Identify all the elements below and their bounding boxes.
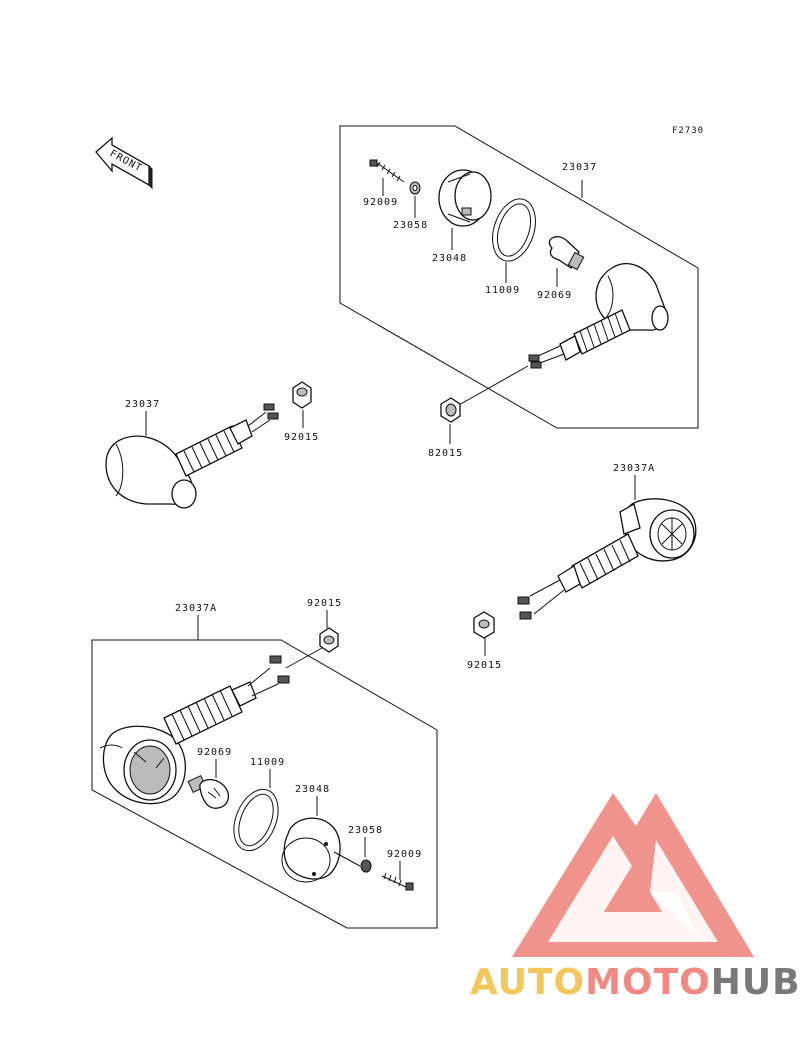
- part-label-23037A-right: 23037A: [613, 463, 655, 474]
- group-outline-bottom: [91, 639, 438, 929]
- part-label-23037A-bottom: 23037A: [175, 603, 217, 614]
- part-label-11009: 11009: [485, 285, 520, 296]
- logo-word-auto: AUTO: [470, 962, 585, 1003]
- nut-82015: [440, 397, 461, 423]
- front-arrow-icon: FRONT: [95, 136, 153, 190]
- logo-word-hub: HUB: [711, 962, 800, 1003]
- part-label-23048-bottom: 23048: [295, 784, 330, 795]
- part-label-23058: 23058: [393, 220, 428, 231]
- part-label-92009-bottom: 92009: [387, 849, 422, 860]
- group-front-right-assembly: 92009 23058 23048 11009 92069: [339, 125, 699, 459]
- part-label-23048: 23048: [432, 253, 467, 264]
- nut-92015-bottom: [319, 627, 339, 653]
- leader: [449, 365, 529, 411]
- part-label-92069: 92069: [537, 290, 572, 301]
- part-label-82015: 82015: [428, 448, 463, 459]
- signal-assembly-23037-left: 23037 92015: [105, 381, 319, 509]
- part-label-92015-bottom: 92015: [307, 598, 342, 609]
- part-label-23058-bottom: 23058: [348, 825, 383, 836]
- part-label-23037-left: 23037: [125, 399, 160, 410]
- part-label-92009: 92009: [363, 197, 398, 208]
- logo-word-moto: MOTO: [585, 962, 711, 1003]
- bulb-92069-top: [548, 236, 585, 271]
- part-label-92015-right: 92015: [467, 660, 502, 671]
- signal-housing-23037-top: [528, 262, 669, 369]
- signal-assembly-23037A-right: 23037A 92015: [467, 463, 697, 671]
- screw-92009-top: [369, 159, 405, 183]
- nut-92015-left: [292, 381, 312, 409]
- part-label-92069-bottom: 92069: [197, 747, 232, 758]
- part-label-23037-top: 23037: [562, 162, 597, 173]
- bulb-92069-bottom: [187, 774, 229, 809]
- part-label-92015-left: 92015: [284, 432, 319, 443]
- lens-23048-bottom: [281, 817, 341, 883]
- group-rear-assembly: 23037A 92015 92069: [91, 598, 438, 929]
- nut-92015-right: [473, 611, 495, 639]
- gasket-11009-top: [492, 198, 536, 262]
- gasket-11009-bottom: [233, 788, 279, 852]
- signal-housing-23037A-bottom: [99, 655, 290, 805]
- nut-23058-bottom: [360, 859, 372, 873]
- figure-code: F2730: [672, 126, 704, 136]
- part-label-11009-bottom: 11009: [250, 757, 285, 768]
- rim-23048-top: [438, 169, 492, 227]
- automotohub-logo: AUTOMOTOHUB: [470, 793, 800, 1003]
- svg-text:AUTOMOTOHUB: AUTOMOTOHUB: [470, 962, 800, 1003]
- screw-92009-bottom: [381, 872, 414, 891]
- group-outline-top: [339, 125, 699, 429]
